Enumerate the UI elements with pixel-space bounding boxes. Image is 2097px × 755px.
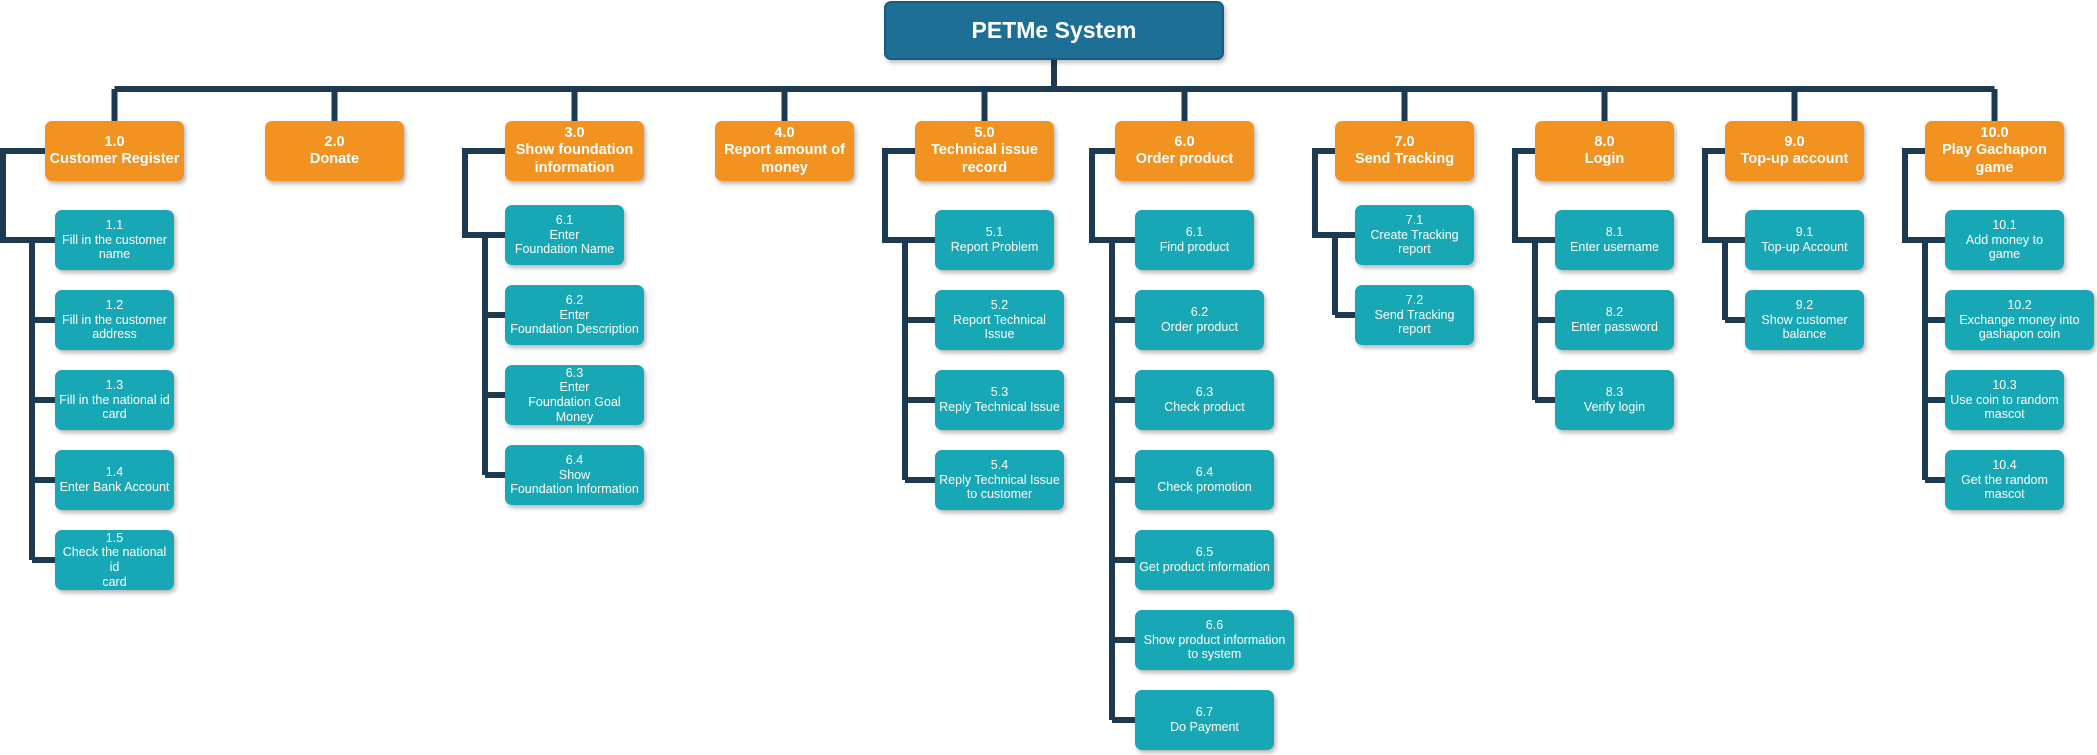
child-node: 6.1 Find product bbox=[1135, 210, 1254, 270]
child-node: 6.3 Check product bbox=[1135, 370, 1274, 430]
child-node: 6.7 Do Payment bbox=[1135, 690, 1274, 750]
child-node: 8.3 Verify login bbox=[1555, 370, 1674, 430]
child-node: 7.2 Send Tracking report bbox=[1355, 285, 1474, 345]
top-node: 9.0 Top-up account bbox=[1725, 121, 1864, 181]
connector-elbow-8 bbox=[1512, 148, 1535, 243]
child-node: 6.4 Check promotion bbox=[1135, 450, 1274, 510]
child-node: 8.1 Enter username bbox=[1555, 210, 1674, 270]
child-node: 9.2 Show customer balance bbox=[1745, 290, 1864, 350]
child-node: 6.1 Enter Foundation Name bbox=[505, 205, 624, 265]
child-node: 6.2 Order product bbox=[1135, 290, 1264, 350]
root-node: PETMe System bbox=[884, 1, 1224, 60]
child-node: 9.1 Top-up Account bbox=[1745, 210, 1864, 270]
child-node: 10.3 Use coin to random mascot bbox=[1945, 370, 2064, 430]
child-node: 6.3 Enter Foundation Goal Money bbox=[505, 365, 644, 425]
top-node: 5.0 Technical issue record bbox=[915, 121, 1054, 181]
child-node: 8.2 Enter password bbox=[1555, 290, 1674, 350]
child-node: 5.3 Reply Technical Issue bbox=[935, 370, 1064, 430]
child-node: 1.1 Fill in the customer name bbox=[55, 210, 174, 270]
connector-elbow-6 bbox=[1089, 148, 1115, 243]
top-node: 3.0 Show foundation information bbox=[505, 121, 644, 181]
top-node: 10.0 Play Gachapon game bbox=[1925, 121, 2064, 181]
child-node: 6.2 Enter Foundation Description bbox=[505, 285, 644, 345]
child-node: 10.1 Add money to game bbox=[1945, 210, 2064, 270]
child-node: 10.4 Get the random mascot bbox=[1945, 450, 2064, 510]
child-node: 1.5 Check the national id card bbox=[55, 530, 174, 590]
child-node: 1.4 Enter Bank Account bbox=[55, 450, 174, 510]
connector-elbow-5 bbox=[882, 148, 915, 243]
child-node: 6.6 Show product information to system bbox=[1135, 610, 1294, 670]
child-node: 6.5 Get product information bbox=[1135, 530, 1274, 590]
child-node: 10.2 Exchange money into gashapon coin bbox=[1945, 290, 2094, 350]
child-node: 5.1 Report Problem bbox=[935, 210, 1054, 270]
child-node: 5.4 Reply Technical Issue to customer bbox=[935, 450, 1064, 510]
top-node: 7.0 Send Tracking bbox=[1335, 121, 1474, 181]
child-node: 5.2 Report Technical Issue bbox=[935, 290, 1064, 350]
top-node: 6.0 Order product bbox=[1115, 121, 1254, 181]
child-node: 1.3 Fill in the national id card bbox=[55, 370, 174, 430]
connector-elbow-10 bbox=[1902, 148, 1925, 243]
top-node: 2.0 Donate bbox=[265, 121, 404, 181]
top-node: 8.0 Login bbox=[1535, 121, 1674, 181]
top-node: 1.0 Customer Register bbox=[45, 121, 184, 181]
top-node: 4.0 Report amount of money bbox=[715, 121, 854, 181]
child-node: 1.2 Fill in the customer address bbox=[55, 290, 174, 350]
connector-elbow-3 bbox=[462, 148, 505, 238]
connector-elbow-1 bbox=[0, 148, 45, 243]
child-node: 7.1 Create Tracking report bbox=[1355, 205, 1474, 265]
child-node: 6.4 Show Foundation Information bbox=[505, 445, 644, 505]
connector-elbow-7 bbox=[1312, 148, 1335, 238]
connector-elbow-9 bbox=[1702, 148, 1725, 243]
